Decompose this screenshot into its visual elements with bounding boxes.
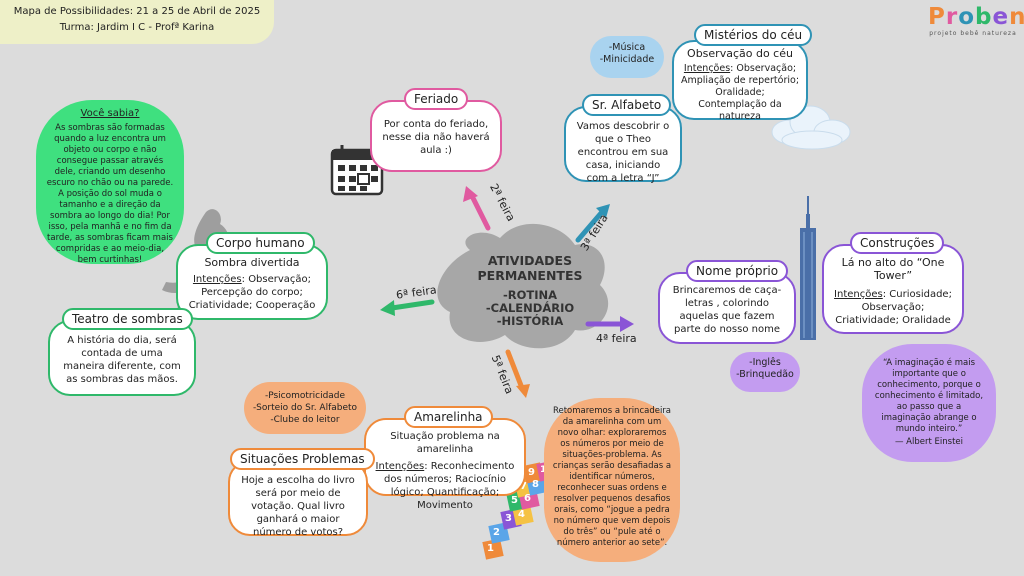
situacoes-text: Hoje a escolha do livro será por meio de… bbox=[241, 475, 355, 538]
center-activities: ATIVIDADES PERMANENTES -ROTINA -CALENDÁR… bbox=[455, 253, 605, 328]
amarelinha-subtitle: Situação problema na amarelinha bbox=[390, 431, 500, 455]
logo-tagline: projeto bebê natureza bbox=[929, 30, 1017, 37]
psico-line3: -Clube do leitor bbox=[270, 415, 340, 425]
hop-1: 1 bbox=[487, 543, 494, 554]
hop-7: 7 bbox=[520, 481, 527, 492]
ingles-line1: -Inglês bbox=[749, 357, 781, 368]
corpo-title: Corpo humano bbox=[206, 232, 315, 254]
voce-sabia-blob: Você sabia? As sombras são formadas quan… bbox=[36, 100, 184, 265]
amarelinha-title: Amarelinha bbox=[404, 406, 493, 428]
center-title-2: PERMANENTES bbox=[477, 268, 583, 283]
arrow-5a-feira bbox=[505, 349, 525, 391]
construcoes-subtitle: Lá no alto do “One Tower” bbox=[841, 256, 945, 282]
proben-logo: Proben projeto bebê natureza bbox=[928, 4, 1024, 37]
construcoes-title: Construções bbox=[850, 232, 945, 254]
ingles-blob: -Inglês -Brinquedão bbox=[730, 352, 800, 392]
cloud-icon bbox=[771, 105, 851, 150]
alfabeto-title: Sr. Alfabeto bbox=[582, 94, 672, 116]
hopscotch-icon bbox=[482, 460, 558, 560]
teatro-text: A história do dia, será contada de uma m… bbox=[63, 335, 181, 385]
center-item-calendario: -CALENDÁRIO bbox=[485, 301, 575, 315]
center-title-1: ATIVIDADES bbox=[487, 253, 573, 268]
header-line1: Mapa de Possibilidades: 21 a 25 de Abril… bbox=[13, 6, 261, 17]
corpo-card: Sombra divertida Intenções: Observação; … bbox=[176, 244, 328, 320]
hop-8: 8 bbox=[532, 479, 539, 490]
center-blob bbox=[437, 223, 609, 349]
teatro-card: A história do dia, será contada de uma m… bbox=[48, 320, 196, 396]
retomaremos-text: Retomaremos a brincadeira da amarelinha … bbox=[552, 406, 672, 548]
situacoes-title: Situações Problemas bbox=[230, 448, 375, 470]
quote-text: “A imaginação é mais importante que o co… bbox=[874, 358, 984, 434]
calendar-icon bbox=[330, 145, 384, 196]
feriado-card: Por conta do feriado, nesse dia não have… bbox=[370, 100, 502, 172]
hop-4: 4 bbox=[518, 509, 525, 520]
hop-6: 6 bbox=[524, 493, 531, 504]
teatro-title: Teatro de sombras bbox=[62, 308, 193, 330]
ingles-line2: -Brinquedão bbox=[736, 369, 794, 380]
arrow-2a-feira bbox=[469, 193, 491, 231]
corpo-subtitle: Sombra divertida bbox=[204, 256, 300, 269]
nome-title: Nome próprio bbox=[686, 260, 789, 282]
situacoes-card: Hoje a escolha do livro será por meio de… bbox=[228, 460, 368, 538]
voce-sabia-title: Você sabia? bbox=[80, 108, 140, 119]
day-label-4a: 4ª feira bbox=[596, 332, 637, 345]
hop-5: 5 bbox=[511, 495, 518, 506]
header-box: Mapa de Possibilidades: 21 a 25 de Abril… bbox=[0, 0, 274, 44]
amarelinha-card: Situação problema na amarelinha Intençõe… bbox=[364, 418, 526, 511]
nome-text: Brincaremos de caça-letras , colorindo a… bbox=[672, 285, 782, 335]
tower-icon bbox=[800, 196, 816, 340]
hop-9: 9 bbox=[528, 467, 535, 478]
center-item-rotina: -ROTINA bbox=[502, 288, 558, 302]
construcoes-card: Lá no alto do “One Tower” Intenções: Cur… bbox=[822, 244, 964, 334]
retomaremos-blob: Retomaremos a brincadeira da amarelinha … bbox=[544, 398, 680, 562]
center-item-historia: -HISTÓRIA bbox=[496, 314, 564, 328]
psico-line1: -Psicomotricidade bbox=[264, 391, 346, 401]
psico-blob: -Psicomotricidade -Sorteio do Sr. Alfabe… bbox=[244, 382, 366, 434]
misterios-card: Observação do céu Intenções: Observação;… bbox=[672, 40, 808, 122]
quote-author: — Albert Einstei bbox=[894, 437, 963, 447]
alfabeto-card: Vamos descobrir o que o Theo encontrou e… bbox=[564, 106, 682, 184]
nome-card: Brincaremos de caça-letras , colorindo a… bbox=[658, 272, 796, 344]
psico-line2: -Sorteio do Sr. Alfabeto bbox=[252, 403, 358, 413]
quote-blob: “A imaginação é mais importante que o co… bbox=[862, 344, 996, 462]
feriado-text: Por conta do feriado, nesse dia não have… bbox=[382, 119, 490, 156]
misterios-title: Mistérios do céu bbox=[694, 24, 813, 46]
musica-blob: -Música -Minicidade bbox=[590, 36, 664, 78]
alfabeto-text: Vamos descobrir o que o Theo encontrou e… bbox=[576, 121, 670, 184]
hop-2: 2 bbox=[493, 527, 500, 538]
misterios-subtitle: Observação do céu bbox=[687, 47, 793, 60]
arrow-3a-feira bbox=[575, 209, 605, 243]
arrow-6a-feira bbox=[389, 299, 435, 311]
header-line2: Turma: Jardim I C - Profª Karina bbox=[59, 22, 215, 33]
hop-3: 3 bbox=[505, 513, 512, 524]
musica-line1: -Música bbox=[608, 42, 646, 53]
voce-sabia-text: As sombras são formadas quando a luz enc… bbox=[46, 123, 174, 265]
musica-line2: -Minicidade bbox=[599, 54, 655, 65]
feriado-title: Feriado bbox=[404, 88, 469, 110]
